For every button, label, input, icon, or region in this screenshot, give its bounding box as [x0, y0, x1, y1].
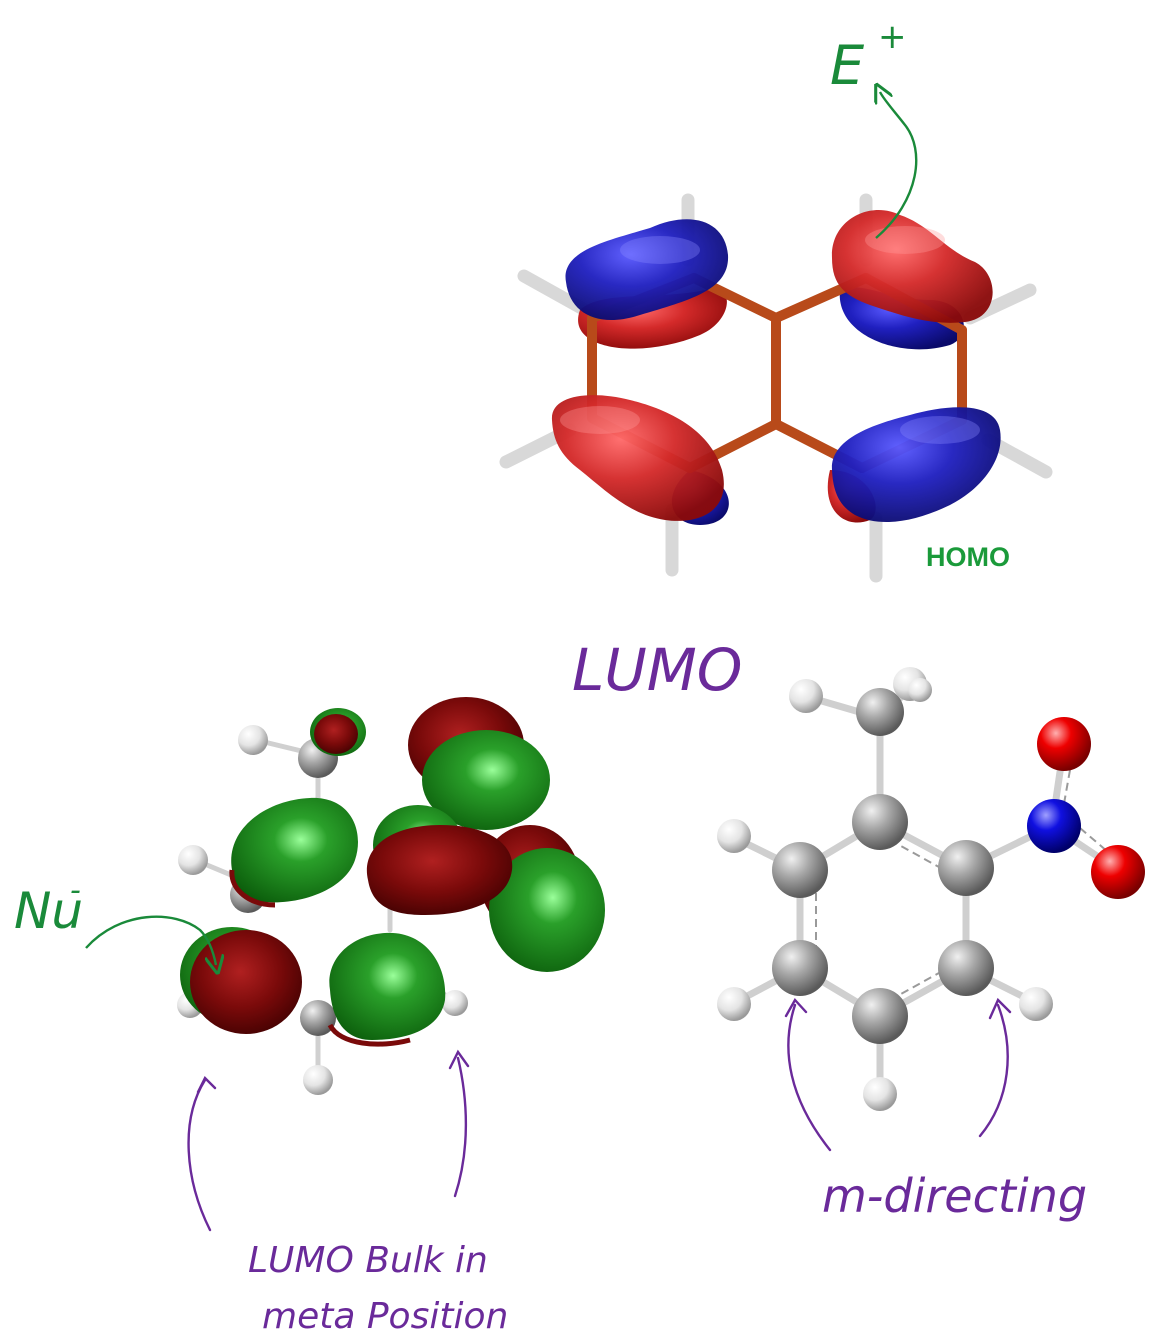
electrophile-annotation: E + [830, 17, 918, 239]
carbon-atom [852, 794, 908, 850]
lumo-bulk-label-line1: LUMO Bulk in [248, 1240, 488, 1281]
hydrogen-atom [908, 678, 932, 702]
lumo-bulk-label-line2: meta Position [262, 1296, 508, 1337]
hydrogen-atom [717, 819, 751, 853]
oxygen-atom [1091, 845, 1145, 899]
homo-orbital-molecule: HOMO [499, 193, 1053, 583]
electrophile-charge: + [878, 17, 907, 57]
methyl-carbon-atom [856, 688, 904, 736]
nucleophile-arrow [85, 915, 216, 965]
homo-lobe-bl [551, 395, 724, 521]
homo-lobe-tr [831, 209, 993, 323]
carbon-atom [938, 940, 994, 996]
m-directing-label: m-directing [822, 1169, 1087, 1223]
lumo-orbital-molecule [177, 697, 605, 1095]
nucleophile-charge: - [70, 873, 81, 908]
meta-arrows-lumo [187, 1049, 470, 1232]
nucleophile-label: Nu [14, 882, 83, 940]
nucleophile-annotation: Nu - [14, 873, 216, 965]
nitrogen-atom [1027, 799, 1081, 853]
homo-lobe-br [831, 407, 1001, 523]
hydrogen-atom [1019, 987, 1053, 1021]
homo-label: HOMO [926, 542, 1010, 572]
hydrogen-atom [863, 1077, 897, 1111]
carbon-atom [852, 988, 908, 1044]
ball-and-stick-molecule [717, 667, 1145, 1111]
oxygen-atom [1037, 717, 1091, 771]
homo-hydrogen-bonds [499, 193, 1053, 583]
electrophile-label: E [830, 34, 865, 97]
hydrogen-atom [789, 679, 823, 713]
carbon-atom [772, 842, 828, 898]
carbon-atom [938, 840, 994, 896]
carbon-atom [772, 940, 828, 996]
lumo-heading: LUMO [572, 636, 742, 704]
electrophile-arrow [876, 92, 918, 239]
homo-lobe-tl [565, 219, 729, 320]
meta-arrows-ball-stick [784, 997, 1012, 1152]
hydrogen-atom [717, 987, 751, 1021]
